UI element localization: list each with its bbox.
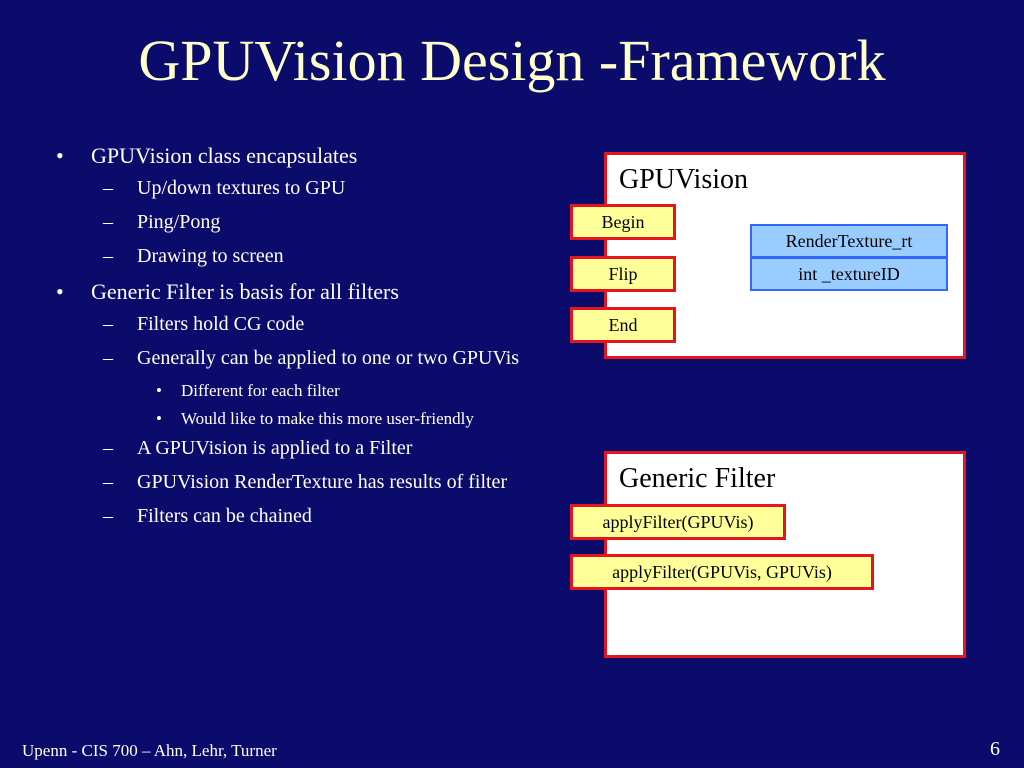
subbullet-updown: – Up/down textures to GPU [48,176,548,201]
dash-marker: – [103,245,113,267]
dash-marker: – [103,313,113,335]
subbullet-rendertexture: – GPUVision RenderTexture has results of … [48,470,548,495]
subbullet-pingpong: – Ping/Pong [48,210,548,235]
bullet-marker: • [156,381,162,400]
bullet-text: GPUVision class encapsulates [91,143,358,168]
slide-footer: Upenn - CIS 700 – Ahn, Lehr, Turner [22,741,277,760]
subbullet-drawing: – Drawing to screen [48,244,548,269]
subsubbullet-text: Would like to make this more user-friend… [181,409,474,428]
dash-marker: – [103,437,113,459]
subbullet-text: Filters can be chained [137,505,312,527]
subsubbullet-different: • Different for each filter [48,380,548,402]
dash-marker: – [103,471,113,493]
subbullet-text: GPUVision RenderTexture has results of f… [137,471,508,493]
bullet-generic-filter: • Generic Filter is basis for all filters [48,278,548,305]
subbullet-applied: – A GPUVision is applied to a Filter [48,436,548,461]
subsubbullet-would-like: • Would like to make this more user-frien… [48,408,548,430]
begin-method: Begin [570,204,676,240]
subbullet-text: A GPUVision is applied to a Filter [137,437,413,459]
dash-marker: – [103,347,113,369]
generic-filter-box-title: Generic Filter [619,463,776,494]
subbullet-chained: – Filters can be chained [48,504,548,529]
bullet-marker: • [156,409,162,428]
dash-marker: – [103,211,113,233]
apply-filter-two-method: applyFilter(GPUVis, GPUVis) [570,554,874,590]
flip-method: Flip [570,256,676,292]
textureid-field: int _textureID [750,257,948,291]
bullet-marker: • [56,279,64,304]
subbullet-filters-hold: – Filters hold CG code [48,312,548,337]
bullet-marker: • [56,143,64,168]
subbullet-text: Generally can be applied to one or two G… [137,347,520,369]
end-method: End [570,307,676,343]
subbullet-text: Ping/Pong [137,211,221,233]
slide-title: GPUVision Design -Framework [138,28,886,93]
subsubbullet-text: Different for each filter [181,381,340,400]
subbullet-generally: – Generally can be applied to one or two … [48,346,548,371]
dash-marker: – [103,177,113,199]
subbullet-text: Drawing to screen [137,245,284,267]
apply-filter-one-method: applyFilter(GPUVis) [570,504,786,540]
subbullet-text: Up/down textures to GPU [137,177,346,199]
dash-marker: – [103,505,113,527]
bullet-gpuvision-class: • GPUVision class encapsulates [48,142,548,169]
bullet-text: Generic Filter is basis for all filters [91,279,399,304]
gpuvision-box-title: GPUVision [619,164,749,195]
page-number: 6 [990,738,1000,760]
rendertexture-field: RenderTexture_rt [750,224,948,258]
bullet-list: • GPUVision class encapsulates – Up/down t… [48,142,548,538]
subbullet-text: Filters hold CG code [137,313,305,335]
